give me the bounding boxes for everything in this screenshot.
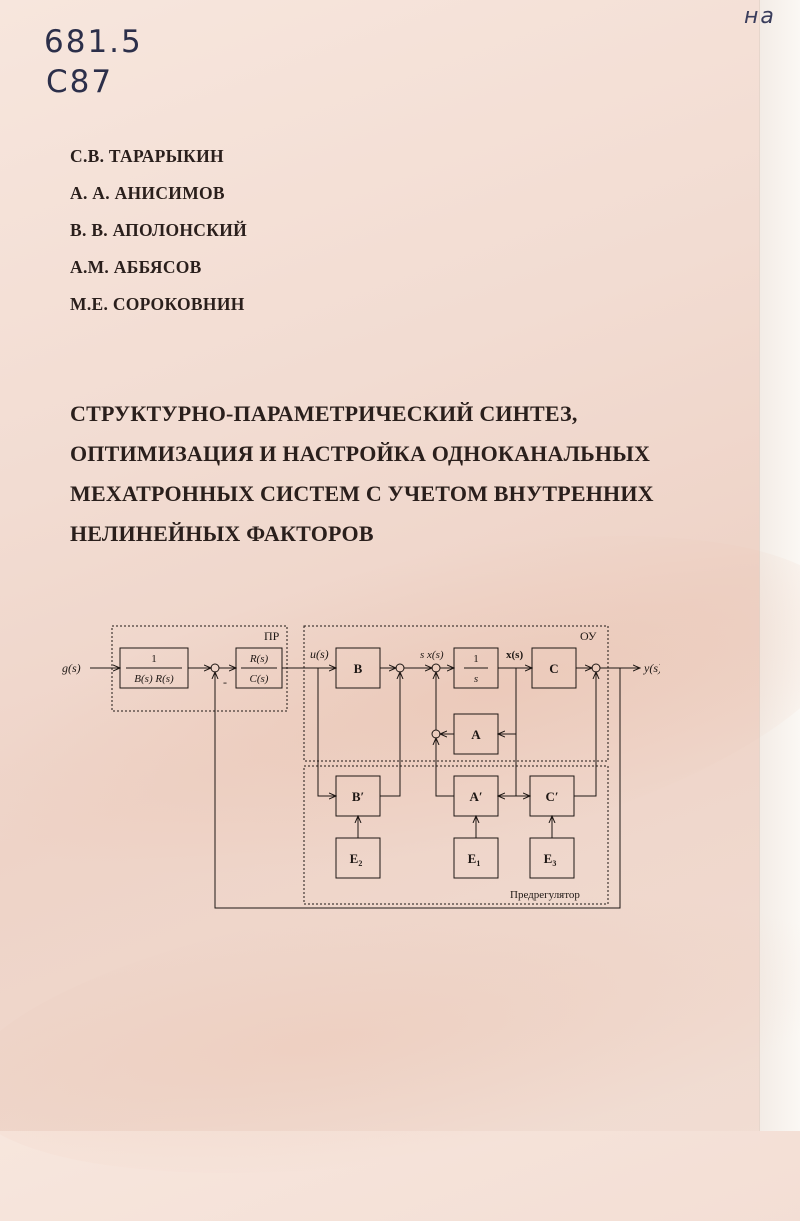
page-edge [759, 0, 800, 1131]
input-signal-label: g(s) [62, 661, 81, 675]
summing-junction [210, 663, 220, 673]
block-diagram: g(s) y(s) 1 B(s) R(s) R(s) C(s) ПР u(s) … [62, 625, 660, 909]
author-name: С.В. ТАРАРЫКИН [70, 146, 224, 166]
block-e1-label: E1 [468, 851, 481, 868]
integrator-numerator: 1 [473, 653, 479, 665]
block-e3-label: E3 [544, 851, 557, 868]
signal-line [498, 734, 517, 796]
minus-sign: - [223, 675, 227, 689]
plant-group-frame [303, 625, 609, 762]
summing-junction [591, 663, 601, 673]
block-e2-label: E2 [350, 851, 363, 868]
output-signal-label: y(s) [643, 661, 660, 675]
signal-line [380, 672, 400, 797]
plant-group-label: ОУ [580, 629, 597, 643]
book-title: СТРУКТУРНО-ПАРАМЕТРИЧЕСКИЙ СИНТЕЗ, ОПТИМ… [70, 394, 710, 554]
prefilter-denominator: B(s) R(s) [134, 673, 174, 685]
handwritten-classification: 681.5 [44, 24, 143, 60]
title-line: НЕЛИНЕЙНЫХ ФАКТОРОВ [70, 521, 374, 546]
derivative-label: s x(s) [420, 649, 444, 661]
summing-junction [395, 663, 405, 673]
summing-junction [431, 729, 441, 739]
author-name: А.М. АББЯСОВ [70, 257, 202, 277]
block-a-label: A [471, 727, 481, 742]
controller-group-label: ПР [264, 629, 280, 643]
control-signal-label: u(s) [310, 647, 329, 661]
feedback-line [215, 668, 621, 909]
prefilter-numerator: 1 [151, 653, 157, 665]
author-list: С.В. ТАРАРЫКИН А. А. АНИСИМОВ В. В. АПОЛ… [70, 146, 247, 331]
signal-line [436, 738, 454, 797]
handwritten-author-mark: С87 [46, 64, 114, 100]
title-line: СТРУКТУРНО-ПАРАМЕТРИЧЕСКИЙ СИНТЕЗ, [70, 401, 578, 426]
state-label: x(s) [506, 649, 523, 661]
handwritten-corner-note: на [744, 4, 776, 29]
author-name: А. А. АНИСИМОВ [70, 183, 225, 203]
summing-junction [431, 663, 441, 673]
block-c-prime-label: C′ [545, 789, 558, 804]
block-b-label: B [354, 661, 363, 676]
title-line: МЕХАТРОННЫХ СИСТЕМ С УЧЕТОМ ВНУТРЕННИХ [70, 481, 654, 506]
precontroller-group-frame [303, 765, 609, 905]
author-name: В. В. АПОЛОНСКИЙ [70, 220, 248, 240]
controller-denominator: C(s) [250, 673, 269, 685]
block-a-prime-label: A′ [469, 789, 482, 804]
block-c-label: C [549, 661, 558, 676]
signal-line [498, 668, 517, 734]
title-line: ОПТИМИЗАЦИЯ И НАСТРОЙКА ОДНОКАНАЛЬНЫХ [70, 441, 651, 466]
precontroller-group-label: Предрегулятор [510, 889, 580, 901]
block-b-prime-label: B′ [352, 789, 364, 804]
author-name: М.Е. СОРОКОВНИН [70, 294, 245, 314]
signal-line [317, 668, 336, 796]
controller-numerator: R(s) [249, 653, 269, 665]
signal-line [574, 672, 596, 797]
integrator-denominator: s [474, 673, 478, 685]
